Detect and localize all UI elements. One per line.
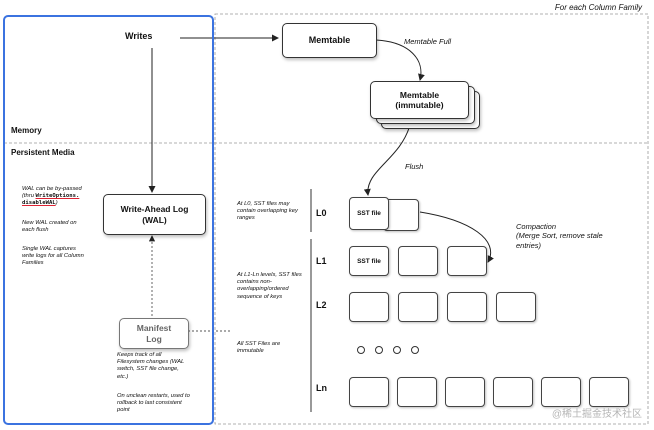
column-family-label: For each Column Family [554,3,642,12]
immutable-memtable-box: Memtable (immutable) [370,81,469,119]
l2-sst-file [496,292,536,322]
ellipsis-circle [375,346,383,354]
immutable-memtable-line1: Memtable [399,89,440,100]
compaction-label: Compaction (Merge Sort, remove stale ent… [516,222,603,250]
l2-sst-file [349,292,389,322]
ellipsis-circle [411,346,419,354]
column-family-border [214,13,649,425]
ln-sst-file [589,377,629,407]
watermark: @稀土掘金技术社区 [551,409,642,420]
level-ln-label: Ln [316,383,327,393]
memtable-full-label: Memtable Full [404,37,452,46]
memory-section-label: Memory [11,126,42,135]
l0-sst-file: SST file [349,197,389,230]
wal-box-line1: Write-Ahead Log [120,204,189,215]
l1-sst-file: SST file [349,246,389,276]
memtable-box: Memtable [282,23,377,58]
level-l1-label: L1 [316,256,327,266]
disable-wal-code: disableWAL [22,200,56,207]
ln-sst-file [445,377,485,407]
ln-sst-file [541,377,581,407]
l1-note: At L1-Ln levels, SST files contains non-… [237,272,302,300]
ln-sst-file [397,377,437,407]
immutable-note: All SST Files are immutable [237,341,281,355]
l2-sst-file [398,292,438,322]
level-l2-label: L2 [316,300,327,310]
wal-single-note: Single WAL captures write logs for all C… [22,246,84,267]
manifest-box-line1: Manifest [136,323,172,334]
ln-sst-file [349,377,389,407]
memtable-full-arrow [375,39,425,81]
compaction-arrow [419,211,494,263]
immutable-memtable-line2: (immutable) [395,100,444,110]
writes-label: Writes [125,31,153,41]
flush-arrow [363,124,411,196]
ellipsis-circle [393,346,401,354]
memtable-label: Memtable [308,35,351,46]
l2-sst-file [447,292,487,322]
l1-sst-file [398,246,438,276]
wal-new-note: New WAL created on each flush [22,220,77,234]
ellipsis-circle [357,346,365,354]
flush-label: Flush [405,162,424,171]
level-l0-label: L0 [316,208,327,218]
persistent-section-label: Persistent Media [11,148,75,157]
l1-sst-file [447,246,487,276]
wal-box: Write-Ahead Log (WAL) [103,194,206,235]
wal-bypass-note: WAL can be by-passed (thru WriteOptions.… [22,186,82,207]
write-options-code: WriteOptions. [35,193,80,200]
manifest-box-line2: Log [146,333,162,344]
manifest-track-note: Keeps track of all Filesystem changes (W… [117,352,185,380]
wal-box-line2: (WAL) [142,214,167,225]
l0-note: At L0, SST files may contain overlapping… [237,201,298,222]
manifest-restart-note: On unclean restarts, used to rollback to… [117,393,190,414]
wal-highlight-panel [3,15,214,425]
ln-sst-file [493,377,533,407]
manifest-log-box: Manifest Log [119,318,189,349]
